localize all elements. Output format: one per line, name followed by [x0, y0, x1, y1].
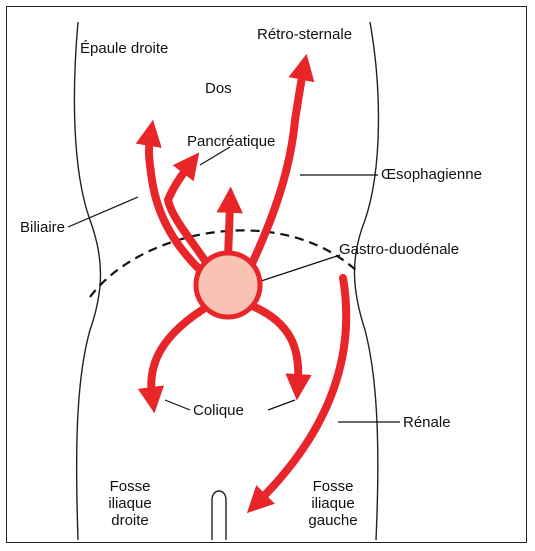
label-epaule-droite: Épaule droite — [80, 40, 168, 57]
body-outline-left — [74, 22, 100, 540]
label-pancreatique: Pancréatique — [187, 133, 275, 150]
label-fosse-gauche: Fosse iliaque gauche — [293, 478, 373, 529]
arrow-pancreatique — [168, 167, 208, 265]
label-biliaire: Biliaire — [20, 219, 65, 236]
label-oesophagienne: Œsophagienne — [381, 166, 482, 183]
label-fosse-droite: Fosse iliaque droite — [90, 478, 170, 529]
umbilicus-outline — [212, 491, 226, 540]
label-dos: Dos — [205, 80, 232, 97]
arrow-colique-left — [151, 305, 210, 395]
fosse-droite-line-3: droite — [90, 512, 170, 529]
fosse-gauche-line-2: iliaque — [293, 495, 373, 512]
arrow-retro-sternale — [250, 72, 303, 268]
leader-gastro — [255, 255, 340, 283]
fosse-droite-line-1: Fosse — [90, 478, 170, 495]
label-colique: Colique — [193, 402, 244, 419]
arrow-colique-right — [250, 305, 298, 382]
gastro-duodenal-center — [196, 253, 260, 317]
fosse-gauche-line-3: gauche — [293, 512, 373, 529]
leader-colique-left — [165, 400, 190, 410]
label-gastro-duodenale: Gastro-duodénale — [339, 241, 459, 258]
fosse-gauche-line-1: Fosse — [293, 478, 373, 495]
leader-biliaire — [68, 197, 138, 227]
arrow-dos — [228, 205, 230, 258]
leader-colique-right — [268, 400, 295, 410]
fosse-droite-line-2: iliaque — [90, 495, 170, 512]
arrow-biliaire — [149, 138, 200, 270]
label-retro-sternale: Rétro-sternale — [257, 26, 352, 43]
body-outline-right — [354, 22, 378, 540]
arrow-renale — [260, 278, 346, 500]
label-renale: Rénale — [403, 414, 451, 431]
